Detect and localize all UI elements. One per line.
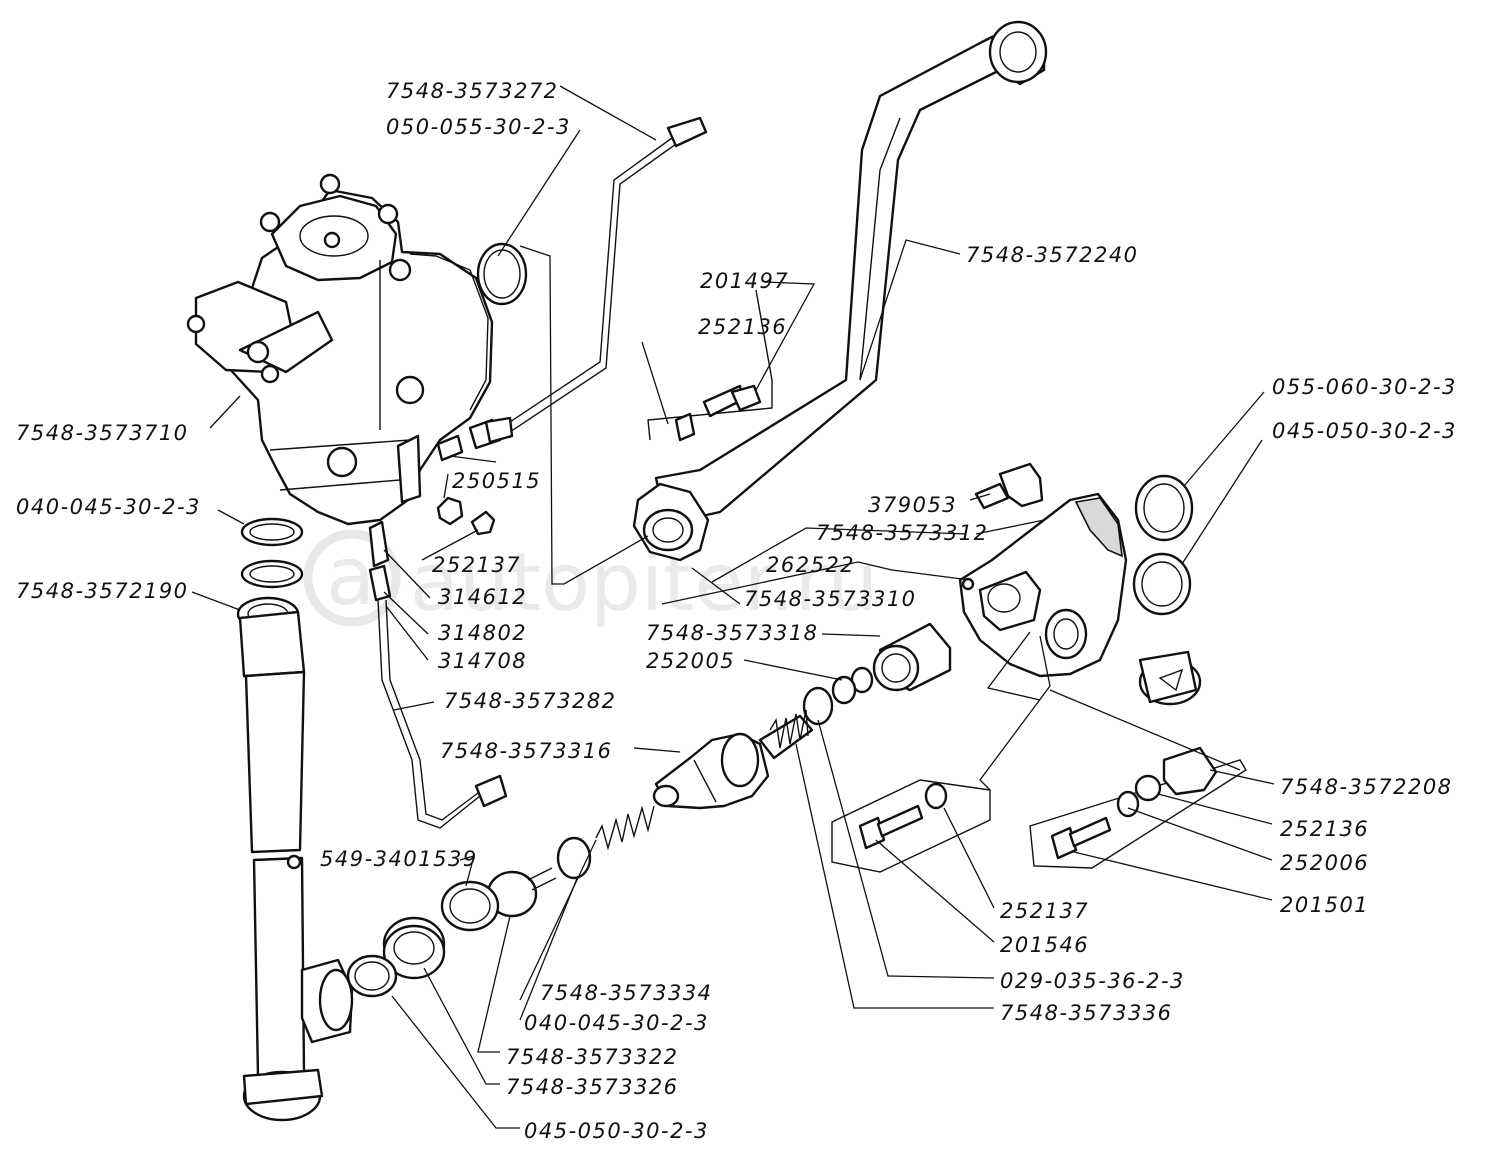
label-201497: 201497 [700,269,789,293]
label-252137-bottom: 252137 [1000,899,1089,923]
label-7548-3573282: 7548-3573282 [444,689,617,713]
label-7548-3573310: 7548-3573310 [744,587,917,611]
label-252006: 252006 [1280,851,1369,875]
label-7548-3573326: 7548-3573326 [506,1075,679,1099]
fitting-314802 [368,564,392,602]
label-201546: 201546 [1000,933,1089,957]
watermark: a autopiter.ru [303,529,878,629]
tube-7548-3572190 [236,596,354,1122]
spool-7548-3573316 [652,714,814,810]
watermark-text: autopiter.ru [410,536,878,629]
sleeve-7548-3573318 [872,622,952,692]
label-7548-3573316: 7548-3573316 [440,739,613,763]
label-314612: 314612 [438,585,527,609]
watermark-logo-letter: a [326,530,375,623]
plug-right [1138,650,1202,706]
o-ring-040-045-left-2 [240,559,304,589]
elbow-fitting-379053 [974,462,1044,510]
nut-7548-3573326 [382,916,446,980]
fitting-314612 [368,520,390,568]
label-7548-3573272: 7548-3573272 [386,79,559,103]
o-ring-040-045-bottom [556,836,592,880]
label-250515: 250515 [452,469,541,493]
label-252005: 252005 [646,649,735,673]
label-379053: 379053 [868,493,957,517]
pipe-7548-3573282 [377,599,508,829]
label-252136-right: 252136 [1280,817,1369,841]
o-ring-040-045-left [240,517,304,547]
watermark-logo-icon [303,529,401,627]
label-7548-3573334: 7548-3573334 [540,981,713,1005]
pipe-7548-3572240 [632,20,1048,562]
label-7548-3572208: 7548-3572208 [1280,775,1453,799]
label-7548-3572190: 7548-3572190 [16,579,189,603]
label-7548-3572240: 7548-3572240 [966,243,1139,267]
label-262522: 262522 [766,553,855,577]
bolt-plate-201546 [831,779,991,873]
label-7548-3573336: 7548-3573336 [1000,1001,1173,1025]
label-201501: 201501 [1280,893,1369,917]
label-7548-3573312: 7548-3573312 [816,521,989,545]
leader-lines [191,85,1275,1129]
label-314802: 314802 [438,621,527,645]
label-040-045-30-2-3-left: 040-045-30-2-3 [16,495,201,519]
ring-252005-2 [831,675,857,705]
o-ring-050-055 [476,242,528,306]
label-7548-3573710: 7548-3573710 [16,421,189,445]
label-055-060-30-2-3: 055-060-30-2-3 [1272,375,1457,399]
steering-gear-housing [186,173,494,526]
label-050-055-30-2-3: 050-055-30-2-3 [386,115,571,139]
label-549-3401539: 549-3401539 [320,847,478,871]
spring-7548-3573334 [595,805,655,851]
spring-7548-3573336 [769,709,809,749]
label-040-045-30-2-3-bottom: 040-045-30-2-3 [524,1011,709,1035]
label-045-050-30-2-3-right: 045-050-30-2-3 [1272,419,1457,443]
bolt-201497 [647,289,773,442]
label-045-050-30-2-3-bottom: 045-050-30-2-3 [524,1119,709,1143]
valve-body-7548-3573312 [958,492,1128,678]
bolt-plate-201501 [1029,746,1247,869]
label-314708: 314708 [438,649,527,673]
pipe-7548-3573272 [484,116,708,444]
label-252136-top: 252136 [698,315,787,339]
part-labels: 7548-3573272 050-055-30-2-3 7548-3572240… [16,79,1457,1143]
o-ring-029-035 [802,686,834,726]
label-252137-top: 252137 [432,553,521,577]
label-7548-3573322: 7548-3573322 [506,1045,679,1069]
label-7548-3573318: 7548-3573318 [646,621,819,645]
label-029-035-36-2-3: 029-035-36-2-3 [1000,969,1185,993]
o-ring-055-060 [1134,474,1194,542]
nut-252137 [436,496,496,536]
